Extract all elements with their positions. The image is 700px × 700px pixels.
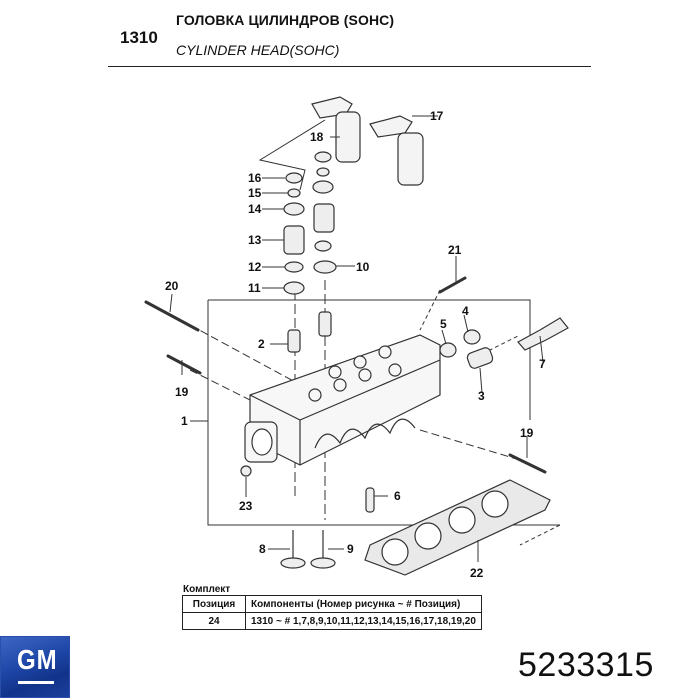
callout-19-left: 19 bbox=[175, 385, 189, 399]
header-divider bbox=[108, 66, 591, 67]
stud-19-left bbox=[166, 354, 202, 375]
callout-16: 16 bbox=[248, 171, 262, 185]
callout-19-right: 19 bbox=[520, 426, 534, 440]
valve-guide-2 bbox=[287, 329, 301, 353]
cap-3 bbox=[466, 347, 494, 369]
valve-seal-11 bbox=[283, 281, 305, 295]
intake-valve-8 bbox=[280, 557, 306, 569]
gm-logo-text: GM bbox=[17, 644, 58, 676]
callout-10: 10 bbox=[356, 260, 370, 274]
callout-3: 3 bbox=[478, 389, 485, 403]
cylinder-head-1 bbox=[244, 334, 441, 466]
valve-seal-10 bbox=[313, 260, 337, 274]
sensor-7 bbox=[517, 317, 569, 351]
nut-23 bbox=[240, 465, 252, 477]
callout-12: 12 bbox=[248, 260, 262, 274]
section-number: 1310 bbox=[120, 28, 158, 47]
plug-5 bbox=[439, 342, 457, 358]
boundary-line bbox=[208, 299, 531, 420]
rocker-arm-2 bbox=[369, 115, 413, 138]
callout-7: 7 bbox=[539, 357, 546, 371]
dowel-6 bbox=[365, 487, 375, 513]
callout-9: 9 bbox=[347, 542, 354, 556]
callout-8: 8 bbox=[259, 542, 266, 556]
hydraulic-lifter-2 bbox=[397, 132, 424, 186]
callout-23: 23 bbox=[239, 499, 253, 513]
valve-cotter-16 bbox=[285, 172, 303, 184]
callout-2: 2 bbox=[258, 337, 265, 351]
spring-seat-12 bbox=[284, 261, 304, 273]
callout-21: 21 bbox=[448, 243, 462, 257]
part-number: 5233315 bbox=[518, 646, 654, 684]
callout-14: 14 bbox=[248, 202, 262, 216]
callout-22: 22 bbox=[470, 566, 484, 580]
callout-18: 18 bbox=[310, 130, 324, 144]
valve-spring-13 bbox=[283, 225, 305, 255]
callout-13: 13 bbox=[248, 233, 262, 247]
kit-table-header: Позиция Компоненты (Номер рисунка ~ # По… bbox=[182, 595, 482, 613]
gm-logo-underline bbox=[18, 681, 54, 684]
title-russian: ГОЛОВКА ЦИЛИНДРОВ (SOHC) bbox=[176, 12, 395, 28]
exhaust-valve-9 bbox=[310, 557, 336, 569]
plug-4 bbox=[463, 329, 481, 345]
head-gasket-22 bbox=[364, 479, 551, 576]
callout-5: 5 bbox=[440, 317, 447, 331]
callout-4: 4 bbox=[462, 304, 469, 318]
kit-table: Позиция Компоненты (Номер рисунка ~ # По… bbox=[182, 595, 482, 630]
kit-position-cell: 24 bbox=[182, 612, 246, 630]
gm-logo: GM bbox=[0, 636, 70, 698]
stud-20 bbox=[144, 300, 200, 332]
callout-20: 20 bbox=[165, 279, 179, 293]
callout-17: 17 bbox=[430, 109, 444, 123]
valve-key-15 bbox=[287, 188, 301, 198]
callout-1: 1 bbox=[181, 414, 188, 428]
column-header-position: Позиция bbox=[182, 595, 246, 613]
column-header-components: Компоненты (Номер рисунка ~ # Позиция) bbox=[245, 595, 482, 613]
exploded-parts-diagram: 1 2 3 4 5 6 7 8 9 10 11 12 13 14 15 16 1… bbox=[144, 96, 569, 580]
spring-retainer-14 bbox=[283, 202, 305, 216]
kit-caption: Комплект bbox=[183, 584, 231, 595]
callout-15: 15 bbox=[248, 186, 262, 200]
callout-11: 11 bbox=[248, 281, 261, 295]
callout-6: 6 bbox=[394, 489, 401, 503]
table-row: 24 1310 ~ # 1,7,8,9,10,11,12,13,14,15,16… bbox=[182, 612, 482, 630]
stud-19-right bbox=[508, 453, 547, 474]
stud-21 bbox=[438, 276, 467, 294]
title-english: CYLINDER HEAD(SOHC) bbox=[176, 42, 340, 58]
kit-components-cell: 1310 ~ # 1,7,8,9,10,11,12,13,14,15,16,17… bbox=[245, 612, 482, 630]
